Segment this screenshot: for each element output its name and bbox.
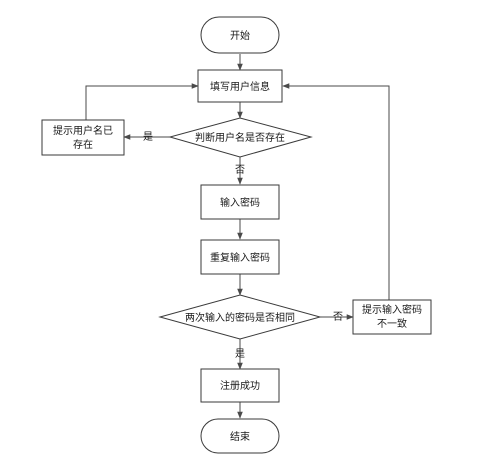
node-enter-password: 输入密码	[200, 184, 280, 220]
node-exists-message-line2: 存在	[73, 138, 93, 151]
node-mismatch-message: 提示输入密码 不一致	[352, 299, 432, 335]
edge-label-exists-no: 否	[235, 164, 245, 176]
decision-check-match-label: 两次输入的密码是否相同	[185, 311, 295, 324]
node-repeat-password-label: 重复输入密码	[210, 251, 270, 264]
node-exists-message-line1: 提示用户名已	[53, 124, 113, 137]
node-start-label: 开始	[230, 29, 250, 42]
node-success: 注册成功	[200, 368, 280, 403]
node-fill-info: 填写用户信息	[197, 69, 283, 103]
edge-mismatch-msg-to-fill	[282, 83, 390, 300]
node-end: 结束	[200, 418, 280, 454]
node-fill-info-label: 填写用户信息	[210, 80, 270, 93]
edges	[85, 54, 390, 419]
node-repeat-password: 重复输入密码	[200, 239, 280, 275]
edge-label-match-no: 否	[333, 311, 343, 323]
edge-exists-msg-to-fill	[85, 83, 199, 120]
node-exists-message: 提示用户名已 存在	[41, 119, 125, 156]
node-start: 开始	[200, 16, 280, 54]
decision-check-exists: 判断用户名是否存在	[168, 117, 313, 158]
decision-check-match: 两次输入的密码是否相同	[158, 294, 322, 340]
edge-label-exists-yes: 是	[143, 131, 153, 143]
edge-label-match-yes: 是	[235, 348, 245, 360]
node-enter-password-label: 输入密码	[220, 196, 260, 209]
node-success-label: 注册成功	[220, 379, 260, 392]
decision-check-exists-label: 判断用户名是否存在	[195, 131, 285, 144]
node-end-label: 结束	[230, 430, 250, 443]
node-mismatch-message-line1: 提示输入密码	[362, 303, 422, 316]
node-mismatch-message-line2: 不一致	[377, 317, 407, 330]
